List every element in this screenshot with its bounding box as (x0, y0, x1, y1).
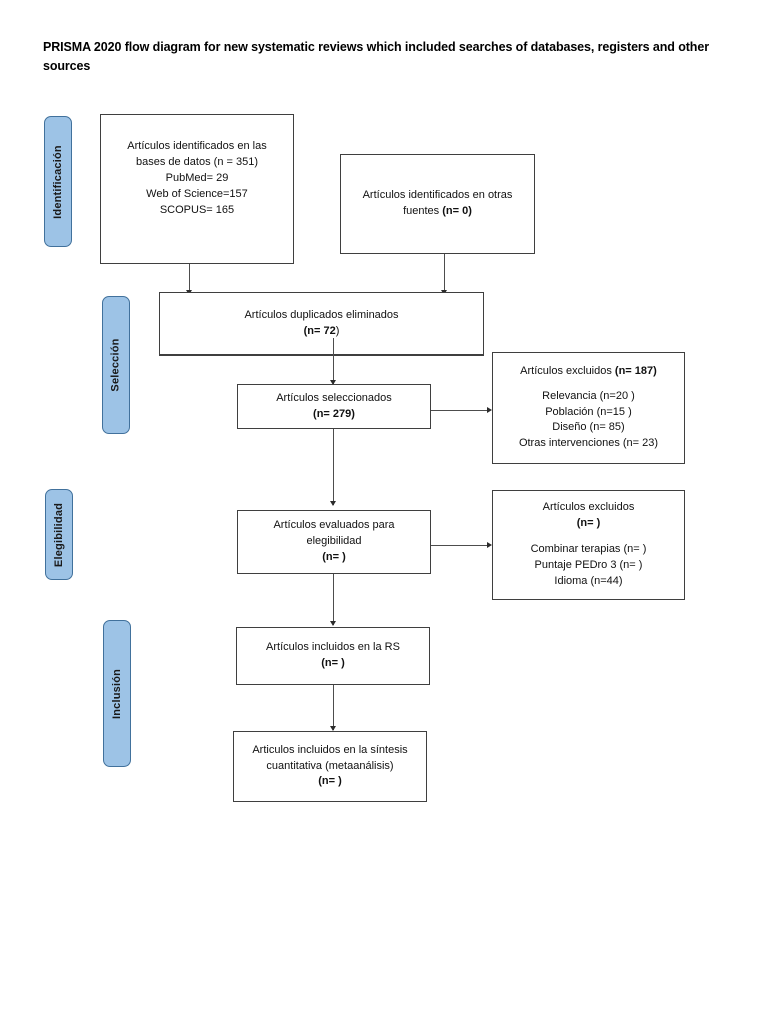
arrowhead-screened-to-excluded (487, 406, 492, 413)
arrowhead-included-to-quantitative (330, 726, 336, 731)
box-excluded-eligibility-text: Artículos excluidos (n= ) Combinar terap… (525, 500, 653, 590)
box-eligibility-assessed: Artículos evaluados para elegibilidad (n… (237, 510, 431, 574)
line: Artículos evaluados para (273, 519, 395, 532)
excluded-eligibility-count: (n= ) (576, 517, 601, 530)
page-title: PRISMA 2020 flow diagram for new systema… (43, 40, 709, 74)
spacer (531, 532, 647, 542)
connector-db-to-duplicates (189, 264, 190, 292)
line: Artículos identificados en otras (362, 189, 513, 202)
arrowhead-eligibility-to-excluded (487, 541, 492, 548)
reason-item: Combinar terapias (n= ) (530, 543, 647, 556)
line-with-count: (n= ) (321, 657, 345, 669)
connector-included-to-quantitative (333, 685, 334, 730)
spacer (519, 380, 658, 389)
line: elegibilidad (306, 535, 362, 548)
reason-item: Otras intervenciones (n= 23) (518, 437, 659, 450)
box-included-quantitative: Articulos incluidos en la síntesis cuant… (233, 731, 427, 802)
connector-screened-to-excluded (431, 410, 489, 411)
line: Artículos identificados en las (127, 140, 267, 152)
line: SCOPUS= 165 (159, 203, 235, 216)
reason-item: Idioma (n=44) (554, 574, 623, 587)
box-excluded-eligibility: Artículos excluidos (n= ) Combinar terap… (492, 490, 685, 600)
box-excluded-screening: Artículos excluidos (n= 187) Relevancia … (492, 352, 685, 464)
line: PubMed= 29 (165, 171, 229, 184)
box-duplicates-removed: Artículos duplicados eliminados (n= 72) (159, 292, 484, 356)
stage-tab-identificacion: Identificación (44, 116, 72, 247)
excluded-eligibility-header: Artículos excluidos (542, 501, 635, 514)
stage-tab-identificacion-label: Identificación (52, 144, 65, 219)
connector-duplicates-to-screened (333, 338, 334, 384)
reason-item: Diseño (n= 85) (552, 421, 625, 434)
line-with-count: (n= ) (318, 775, 342, 788)
stage-tab-seleccion-label: Selección (110, 338, 123, 392)
box-identified-other-sources: Artículos identificados en otras fuentes… (340, 154, 535, 254)
stage-tab-seleccion: Selección (102, 296, 130, 434)
line: cuantitativa (metaanálisis) (266, 759, 394, 772)
stage-tab-inclusion-label: Inclusión (111, 668, 123, 719)
connector-screened-to-eligibility (333, 429, 334, 505)
reason-item: Relevancia (n=20 ) (542, 389, 635, 402)
stage-tab-inclusion: Inclusión (103, 620, 131, 767)
line: Artículos duplicados eliminados (244, 308, 399, 321)
line: Artículos seleccionados (276, 391, 392, 404)
box-identified-other-sources-text: Artículos identificados en otras fuentes… (357, 188, 519, 220)
arrowhead-duplicates-to-screened (330, 380, 336, 385)
stage-tab-elegibilidad-label: Elegibilidad (53, 502, 66, 567)
arrowhead-screened-to-eligibility (330, 501, 336, 506)
line-with-count: (n= 72) (303, 324, 340, 337)
box-included-rs: Artículos incluidos en la RS (n= ) (236, 627, 430, 685)
line-with-count: (n= 279) (313, 407, 355, 420)
box-included-rs-text: Artículos incluidos en la RS (n= ) (260, 640, 406, 672)
box-duplicates-removed-text: Artículos duplicados eliminados (n= 72) (238, 308, 404, 340)
line: fuentes (n= 0) (363, 204, 513, 220)
box-identified-databases-text: Artículos identificados en las bases de … (121, 139, 272, 219)
line: bases de datos (n = 351) (135, 155, 258, 168)
box-included-quantitative-text: Articulos incluidos en la síntesis cuant… (246, 743, 413, 791)
box-excluded-screening-text: Artículos excluidos (n= 187) Relevancia … (513, 364, 664, 453)
box-screened-text: Artículos seleccionados (n= 279) (270, 391, 398, 423)
line: Web of Science=157 (146, 187, 248, 200)
connector-eligibility-to-included (333, 574, 334, 625)
connector-other-to-duplicates (444, 254, 445, 292)
box-screened: Artículos seleccionados (n= 279) (237, 384, 431, 429)
line: Articulos incluidos en la síntesis (252, 743, 408, 756)
box-identified-databases: Artículos identificados en las bases de … (100, 114, 294, 264)
arrowhead-eligibility-to-included (330, 621, 336, 626)
reason-item: Puntaje PEDro 3 (n= ) (534, 558, 643, 571)
line-with-count: (n= ) (322, 550, 346, 563)
line-with-count: fuentes (n= 0) (403, 205, 472, 217)
line: Artículos incluidos en la RS (266, 641, 400, 654)
box-eligibility-assessed-text: Artículos evaluados para elegibilidad (n… (267, 518, 400, 566)
connector-eligibility-to-excluded (431, 545, 489, 546)
stage-tab-elegibilidad: Elegibilidad (45, 489, 73, 580)
reason-item: Población (n=15 ) (545, 405, 632, 418)
excluded-screening-header: Artículos excluidos (n= 187) (520, 364, 657, 377)
